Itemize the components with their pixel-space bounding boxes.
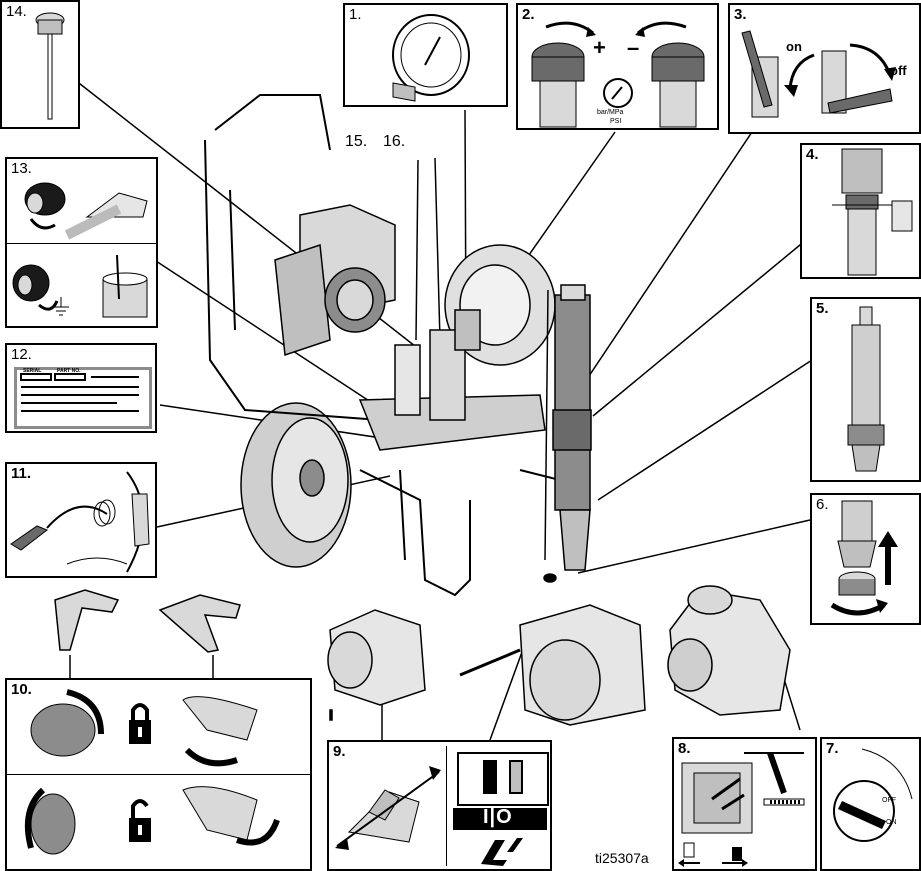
pressure-gauge-icon	[392, 14, 470, 102]
label-plate	[14, 367, 152, 429]
wheel	[240, 402, 352, 568]
divider	[446, 746, 447, 866]
callout-2: 2.	[522, 6, 535, 23]
callout-7: 7.	[826, 740, 839, 757]
dipstick-icon	[35, 12, 65, 120]
callout-11: 11.	[11, 465, 32, 482]
callout-6: 6.	[816, 496, 829, 513]
label-lines	[20, 373, 139, 412]
trigger-lock-icon	[24, 689, 280, 855]
engine-body	[274, 204, 556, 451]
callout-3: 3.	[734, 6, 747, 23]
panel-14-dipstick: 14.	[0, 0, 80, 129]
divider	[7, 243, 156, 244]
panel-7-engine-switch: 7. OFF ON	[820, 737, 921, 871]
panel-2-pressure-control: 2. + – bar/MPa PSI	[516, 3, 719, 130]
callout-14: 14.	[6, 3, 27, 20]
pressure-knob-icon	[531, 21, 705, 128]
panel-4-pump: 4.	[800, 143, 921, 279]
switch-on-rocker	[483, 760, 497, 794]
spray-guns-illustration	[54, 589, 241, 653]
switch-handle-icon	[335, 766, 441, 850]
panel-1-gauge: 1.	[343, 3, 508, 107]
switch-off-text: OFF	[882, 797, 896, 804]
pump-cylinder-icon	[847, 306, 885, 472]
engine-switch-icon	[833, 748, 913, 842]
callout-1: 1.	[349, 6, 362, 23]
grounding-icon	[12, 182, 148, 318]
packing-nut-icon	[832, 148, 913, 276]
panel-9-motor-switch: 9. I|O	[327, 740, 552, 871]
valve-on-label: on	[786, 39, 802, 54]
callout-10: 10.	[11, 681, 32, 698]
panel-13-grounding: 13.	[5, 157, 158, 328]
switch-panel	[457, 752, 549, 806]
callout-4: 4.	[806, 146, 819, 163]
gauge-units-metric: bar/MPa	[597, 109, 624, 116]
part-no-heading: PART NO.	[57, 368, 81, 374]
engine-controls-icon	[678, 752, 805, 867]
panel-8-engine-controls: 8.	[672, 737, 817, 871]
callout-9: 9.	[333, 743, 346, 760]
hose-icon	[10, 471, 150, 573]
panel-6-foot-valve: 6.	[810, 493, 921, 625]
foot-valve-icon	[830, 500, 898, 616]
switch-symbol-bar	[453, 808, 547, 830]
valve-handle-icon	[741, 30, 896, 118]
serial-heading: SERIAL	[23, 368, 42, 374]
brand-logo-icon	[481, 838, 523, 866]
callout-12: 12.	[11, 346, 32, 363]
plus-sign: +	[593, 35, 606, 60]
panel-5-pump-lower: 5.	[810, 297, 921, 482]
panel-3-valve: 3. on off	[728, 3, 921, 134]
minus-sign: –	[627, 35, 640, 60]
cart-frame	[204, 94, 566, 597]
switch-off-rocker	[509, 760, 523, 794]
pump	[543, 284, 592, 583]
callout-16: 16.	[383, 133, 406, 150]
panel-11-hose: 11.	[5, 462, 157, 578]
gauge-units-psi: PSI	[610, 118, 622, 125]
callout-5: 5.	[816, 300, 829, 317]
valve-off-label: off	[890, 63, 907, 78]
switch-on-text: ON	[886, 819, 897, 826]
motor-units-illustration	[327, 585, 791, 726]
figure-id: ti25307a	[595, 850, 649, 866]
switch-symbol: I|O	[483, 806, 513, 828]
panel-12-serial-label: 12. SERIAL PART NO.	[5, 343, 157, 433]
callout-8: 8.	[678, 740, 691, 757]
callout-13: 13.	[11, 160, 32, 177]
callout-15: 15.	[345, 133, 368, 150]
panel-10-trigger-lock: 10.	[5, 678, 312, 871]
divider	[7, 774, 310, 775]
